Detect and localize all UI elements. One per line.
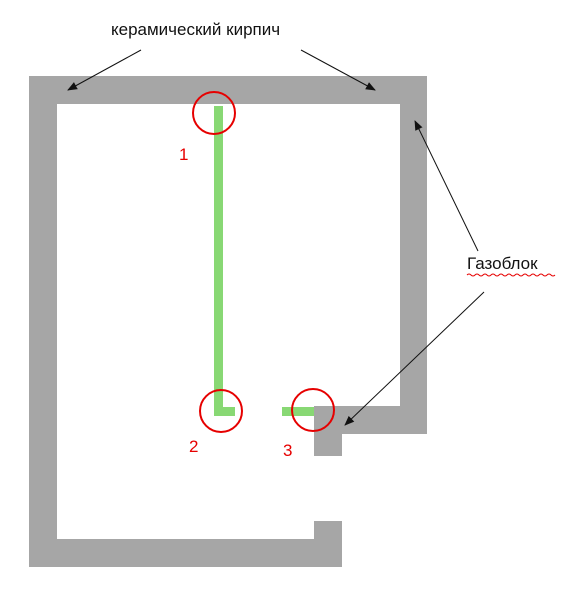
arrow-gas-top [414, 120, 479, 252]
green-wall-segment-3 [282, 407, 314, 416]
green-walls [214, 106, 314, 416]
wall-top [29, 76, 427, 104]
wall-right [400, 76, 427, 434]
marker-number-1: 1 [179, 145, 188, 164]
marker-circle-1 [192, 91, 236, 135]
label-gas-block: Газоблок [467, 254, 538, 273]
marker-number-2: 2 [189, 437, 198, 456]
arrow-ceramic-right [300, 49, 376, 91]
marker-circle-2 [199, 389, 243, 433]
arrows-ceramic-brick [67, 49, 376, 91]
arrow-gas-bottom [344, 291, 485, 426]
wall-left [29, 76, 57, 567]
marker-number-3: 3 [283, 441, 292, 460]
wall-bottom [29, 539, 342, 567]
arrows-gas-block [344, 120, 485, 426]
green-wall-vertical [214, 106, 223, 416]
marker-circle-3 [291, 388, 335, 432]
markers [192, 91, 335, 433]
walls [29, 76, 427, 567]
green-wall-foot [214, 407, 235, 416]
arrow-ceramic-left [67, 49, 142, 91]
spellcheck-underline [466, 273, 556, 277]
label-ceramic-brick: керамический кирпич [111, 20, 280, 39]
wall-bottom-right-stub [314, 521, 342, 567]
